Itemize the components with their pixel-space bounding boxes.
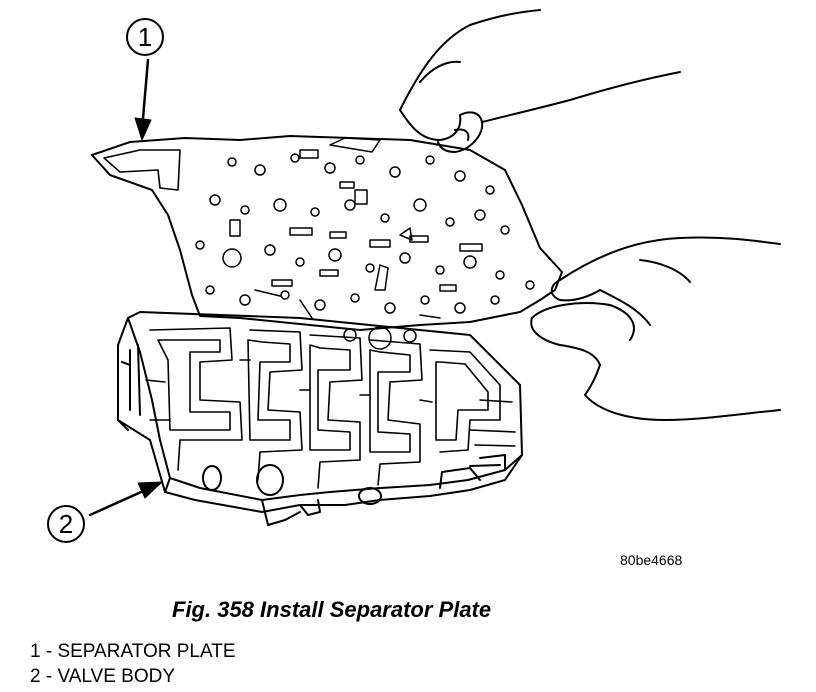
callout-2 xyxy=(47,481,163,543)
callout-1 xyxy=(126,18,164,141)
legend-item-separator-plate: 1 - SEPARATOR PLATE xyxy=(30,641,236,662)
valve-body-drawing xyxy=(117,311,523,526)
figure-caption: Fig. 358 Install Separator Plate xyxy=(172,597,492,622)
upper-hand-drawing xyxy=(399,9,681,153)
separator-plate-drawing xyxy=(91,135,563,350)
reference-code: 80be4668 xyxy=(620,552,683,568)
lower-hand-drawing xyxy=(530,236,781,421)
callout-1-number: 1 xyxy=(138,22,152,52)
callout-2-number: 2 xyxy=(59,509,73,539)
legend-item-valve-body: 2 - VALVE BODY xyxy=(30,666,176,687)
technical-illustration: 1 2 xyxy=(47,9,781,543)
